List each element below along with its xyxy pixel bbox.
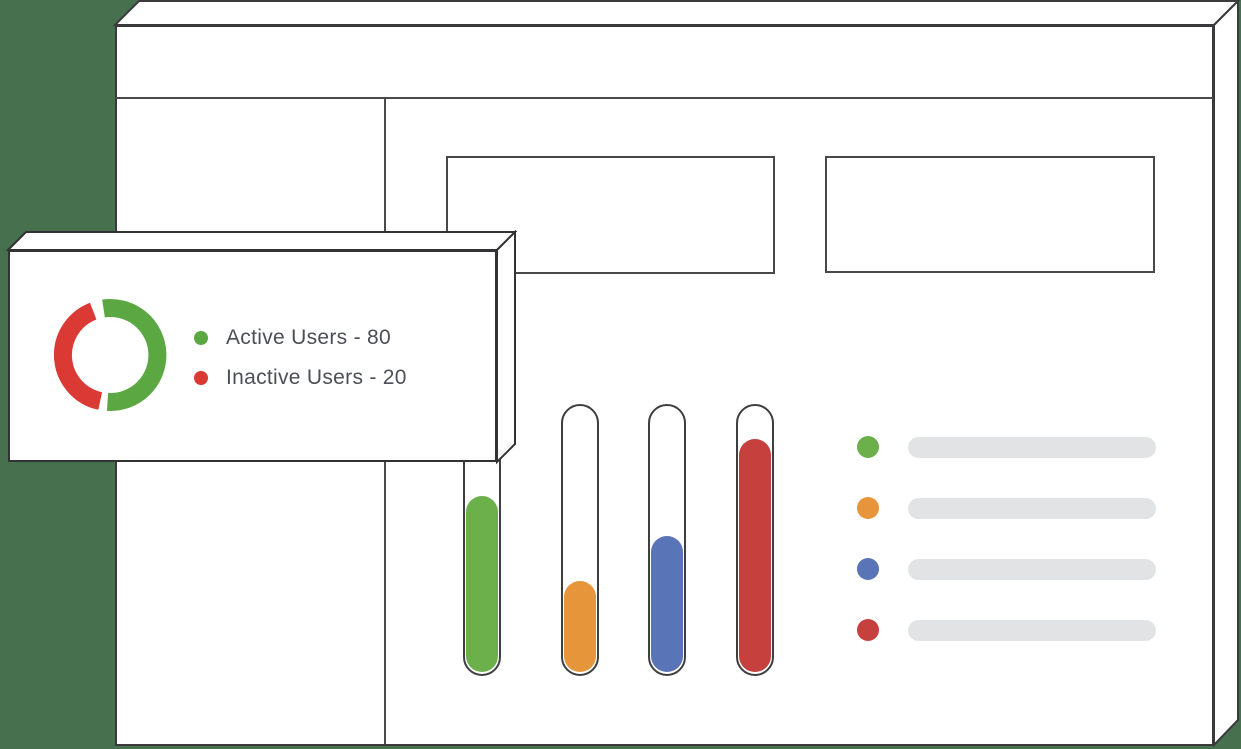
bar-tube-3	[648, 404, 686, 676]
bar-fill-orange	[564, 581, 596, 672]
placeholder-bar	[908, 498, 1156, 519]
legend-dot-blue-icon	[857, 558, 879, 580]
legend-dot-orange-icon	[857, 497, 879, 519]
popup-legend-label-active: Active Users - 80	[226, 326, 391, 349]
popup-side-face	[496, 229, 516, 465]
legend-dot-green-icon	[857, 436, 879, 458]
bar-fill-green	[466, 496, 498, 672]
legend-dot-red-icon	[857, 619, 879, 641]
popup-legend-row-active: Active Users - 80	[194, 322, 391, 354]
donut-chart	[53, 299, 167, 411]
stat-card-2	[825, 156, 1155, 273]
popup-top-face	[5, 231, 518, 251]
popup-front-face	[8, 250, 497, 462]
bar-tube-2	[561, 404, 599, 676]
placeholder-bar	[908, 437, 1156, 458]
popup-legend-row-inactive: Inactive Users - 20	[194, 362, 407, 394]
placeholder-bar	[908, 559, 1156, 580]
popup-card: Active Users - 80 Inactive Users - 20	[8, 250, 497, 462]
donut-segment-inactive	[53, 302, 103, 410]
legend-dot-red-icon	[194, 371, 208, 385]
bar-fill-red	[739, 439, 771, 672]
placeholder-bar	[908, 620, 1156, 641]
donut-segment-active	[102, 299, 167, 411]
popup-legend-label-inactive: Inactive Users - 20	[226, 366, 407, 389]
bar-tube-4	[736, 404, 774, 676]
legend-dot-green-icon	[194, 331, 208, 345]
bar-fill-blue	[651, 536, 683, 672]
